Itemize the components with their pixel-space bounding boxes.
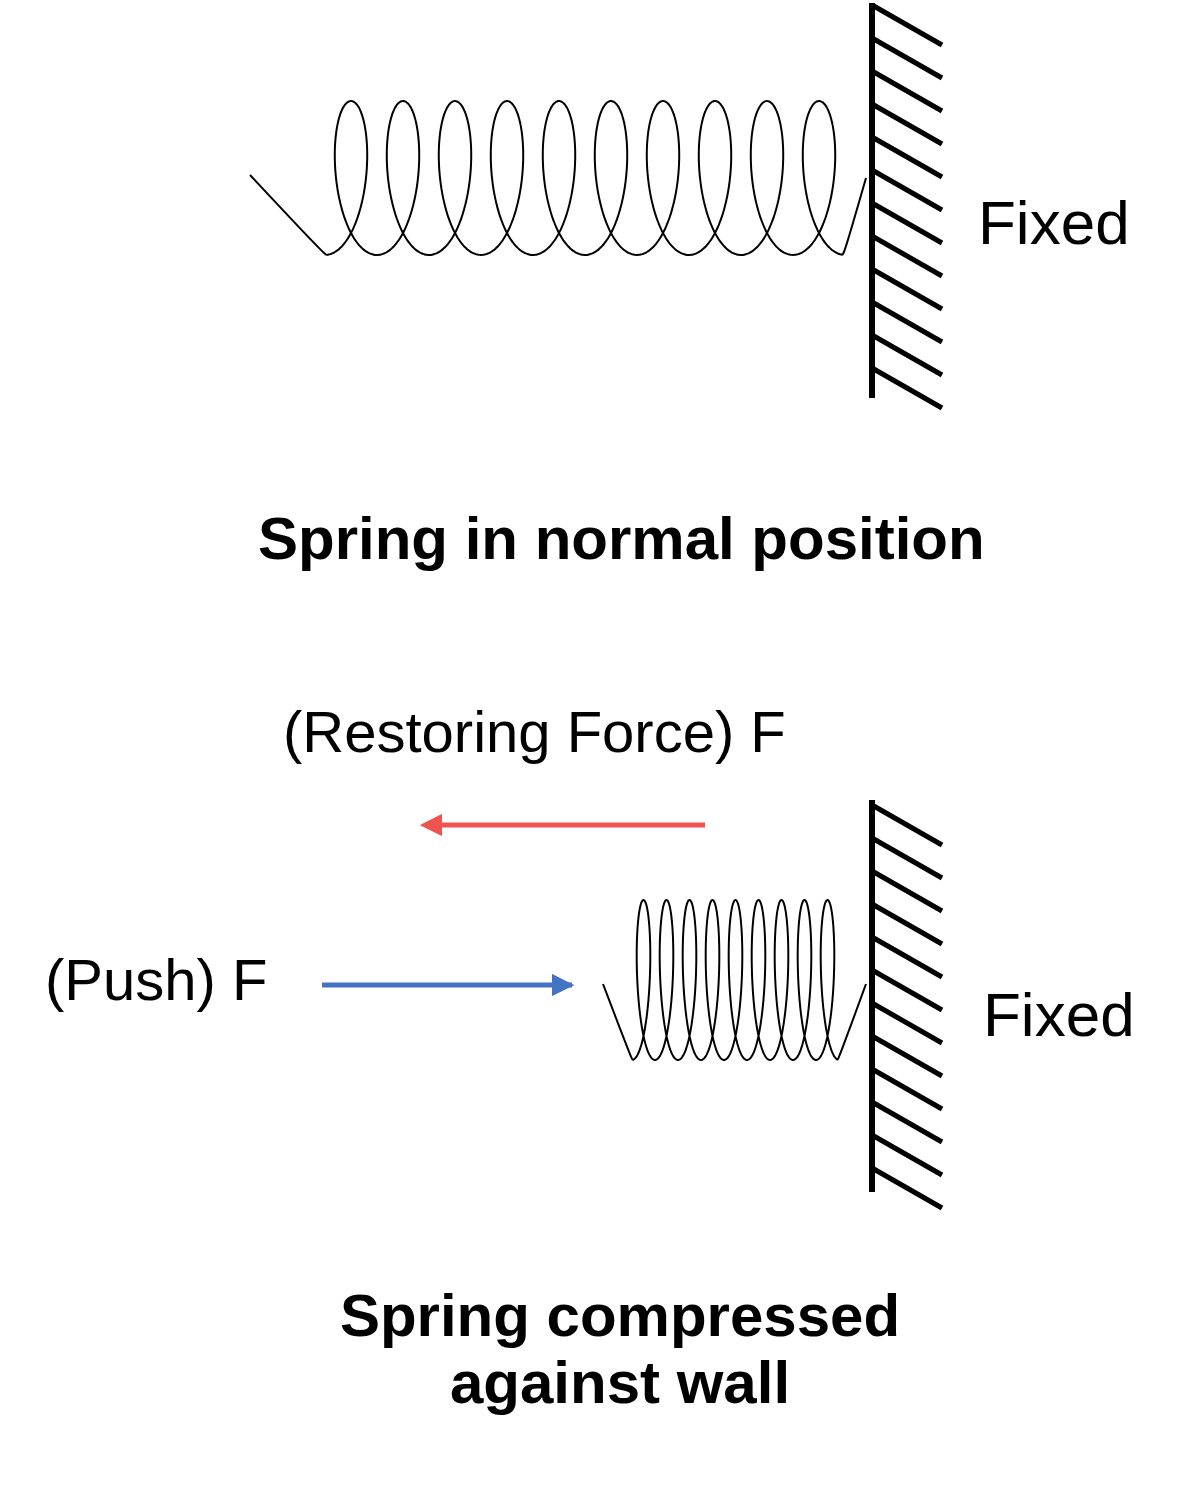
wall-label: Fixed — [983, 980, 1135, 1049]
hatch-stroke — [872, 838, 942, 878]
hatch-stroke — [872, 1168, 942, 1208]
force-label: (Restoring Force) F — [283, 700, 786, 765]
wall-line — [869, 800, 875, 1192]
hatch-stroke — [872, 137, 942, 177]
hatch-stroke — [872, 302, 942, 342]
wall — [872, 3, 873, 1192]
hatch-stroke — [872, 937, 942, 977]
hatch-stroke — [872, 236, 942, 276]
spring — [250, 101, 866, 1060]
hatch-stroke — [872, 871, 942, 911]
push-force-arrow — [322, 983, 572, 988]
hatch-stroke — [872, 5, 942, 45]
hatch-stroke — [872, 1102, 942, 1142]
hatch-stroke — [872, 203, 942, 243]
caption-text: Spring in normal position — [258, 505, 985, 572]
wall-label: Fixed — [978, 188, 1130, 257]
hatch-stroke — [872, 1135, 942, 1175]
hatch-stroke — [872, 104, 942, 144]
hatch-stroke — [872, 904, 942, 944]
caption-text: Spring compressed against wall — [250, 1282, 990, 1416]
hatch-stroke — [872, 1036, 942, 1076]
hatch-stroke — [872, 970, 942, 1010]
hatch-stroke — [872, 1069, 942, 1109]
hatch-stroke — [872, 335, 942, 375]
spring-coil — [250, 101, 866, 255]
hatch-stroke — [872, 368, 942, 408]
hatch-stroke — [872, 1003, 942, 1043]
spring-coil — [603, 900, 866, 1060]
hatch-stroke — [872, 170, 942, 210]
wall-hatching — [872, 5, 942, 1208]
hatch-stroke — [872, 805, 942, 845]
hatch-stroke — [872, 269, 942, 309]
force-label: (Push) F — [45, 948, 267, 1013]
restoring-force-arrow — [440, 823, 705, 828]
hatch-stroke — [872, 38, 942, 78]
hatch-stroke — [872, 71, 942, 111]
